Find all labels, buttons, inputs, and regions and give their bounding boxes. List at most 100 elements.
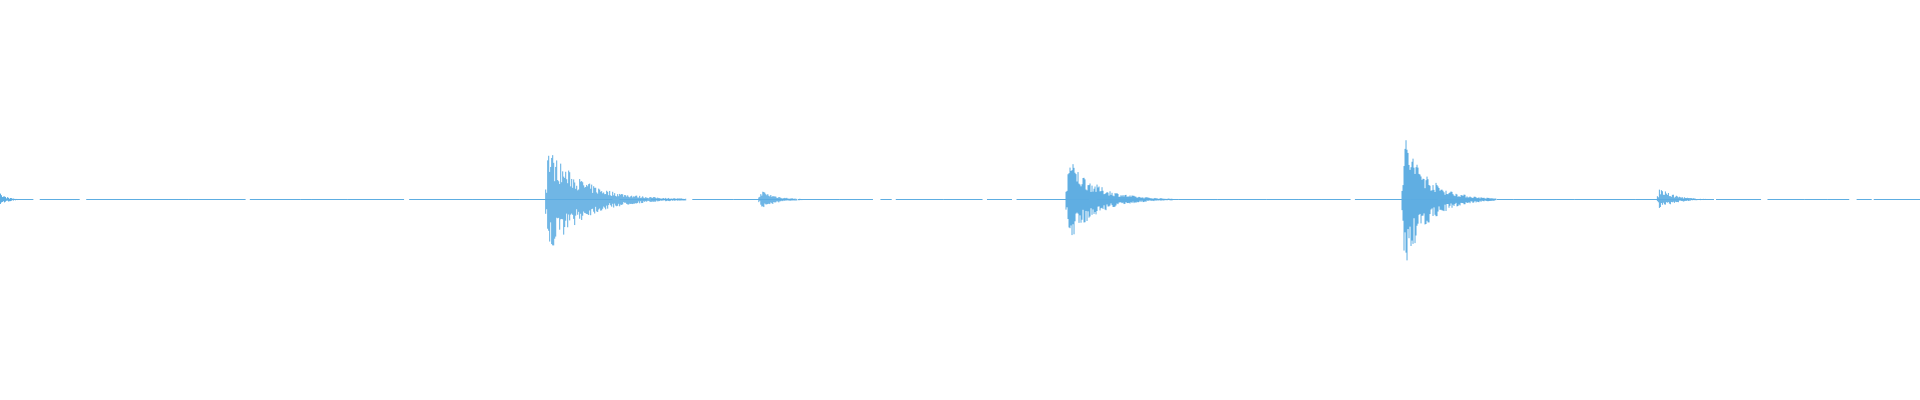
- waveform-sample: [790, 198, 792, 201]
- waveform-sample: [562, 171, 564, 220]
- waveform-sample: [648, 198, 650, 201]
- waveform-sample: [1127, 196, 1129, 204]
- waveform-sample: [611, 196, 613, 207]
- waveform-sample: [627, 195, 629, 205]
- waveform-sample: [771, 196, 773, 204]
- waveform-sample: [1078, 183, 1080, 223]
- waveform-sample: [597, 193, 599, 213]
- waveform-sample: [550, 166, 552, 223]
- waveform-sample: [1154, 197, 1156, 201]
- baseline-segment: [895, 199, 944, 200]
- waveform-sample: [798, 199, 800, 201]
- waveform-sample: [1144, 197, 1146, 202]
- waveform-event-0: [0, 193, 18, 204]
- waveform-sample: [1704, 198, 1706, 200]
- waveform-sample: [1673, 197, 1675, 203]
- waveform-sample: [12, 198, 13, 201]
- waveform-sample: [1462, 195, 1464, 204]
- waveform-sample: [573, 179, 575, 219]
- waveform-sample: [1145, 197, 1147, 202]
- waveform-sample: [1091, 185, 1093, 215]
- waveform-sample: [669, 198, 671, 202]
- waveform-sample: [1100, 191, 1102, 209]
- waveform-event-1: [545, 155, 687, 246]
- waveform-sample: [1679, 197, 1681, 201]
- waveform-sample: [547, 160, 549, 229]
- waveform-sample: [777, 197, 779, 202]
- waveform-sample: [1425, 180, 1427, 225]
- waveform-sample: [1484, 198, 1486, 201]
- waveform-sample: [671, 198, 673, 201]
- waveform-sample: [1429, 185, 1431, 215]
- waveform-sample: [637, 197, 639, 203]
- waveform-sample: [1135, 196, 1137, 203]
- waveform-sample: [1468, 197, 1470, 203]
- waveform-sample: [598, 188, 600, 210]
- waveform-sample: [768, 195, 770, 204]
- waveform-sample: [1427, 179, 1429, 223]
- waveform-sample: [1667, 192, 1669, 203]
- waveform-sample: [605, 194, 607, 210]
- waveform-sample: [1448, 193, 1450, 208]
- waveform-sample: [584, 187, 586, 213]
- baseline-segment: [943, 199, 983, 200]
- waveform-sample: [1146, 197, 1148, 201]
- waveform-sample: [1694, 198, 1696, 201]
- waveform-sample: [1109, 191, 1111, 206]
- waveform-sample: [638, 197, 640, 202]
- waveform-sample: [1088, 185, 1090, 218]
- waveform-sample: [1680, 197, 1682, 201]
- waveform-sample: [682, 198, 684, 201]
- waveform-sample: [625, 195, 627, 203]
- baseline-segment: [409, 199, 473, 200]
- waveform-sample: [1095, 191, 1097, 215]
- waveform-sample: [1426, 176, 1428, 221]
- waveform-sample: [632, 197, 634, 205]
- waveform-sample: [1089, 183, 1091, 217]
- waveform-sample: [1478, 197, 1480, 203]
- waveform-sample: [581, 181, 583, 220]
- waveform-sample: [1660, 190, 1662, 204]
- waveform-sample: [769, 196, 771, 205]
- waveform-sample: [1140, 197, 1142, 202]
- waveform-sample: [1684, 197, 1686, 201]
- waveform-sample: [580, 181, 582, 214]
- waveform-sample: [613, 195, 615, 208]
- waveform-sample: [1467, 197, 1469, 203]
- waveform-sample: [1471, 197, 1473, 202]
- waveform-sample: [1702, 198, 1704, 201]
- waveform-sample: [622, 194, 624, 205]
- waveform-sample: [1142, 197, 1144, 203]
- waveform-sample: [599, 189, 601, 209]
- waveform-sample: [1073, 167, 1075, 235]
- baseline-segment: [798, 199, 840, 200]
- waveform-sample: [1123, 196, 1125, 205]
- waveform-sample: [1675, 195, 1677, 203]
- waveform-sample: [1402, 185, 1404, 221]
- waveform-sample: [1488, 197, 1490, 202]
- waveform-sample: [555, 166, 557, 237]
- waveform-sample: [678, 198, 680, 201]
- waveform-sample: [9, 198, 10, 202]
- waveform-sample: [1430, 190, 1432, 210]
- waveform-sample: [588, 184, 590, 216]
- waveform-sample: [571, 178, 573, 214]
- waveform-sample: [1691, 198, 1693, 201]
- waveform-sample: [2, 197, 3, 202]
- waveform-sample: [1422, 178, 1424, 216]
- waveform-sample: [569, 172, 571, 221]
- waveform-sample: [1128, 196, 1130, 203]
- waveform-sample: [1086, 190, 1088, 221]
- waveform-sample: [567, 183, 569, 228]
- baseline-segment: [249, 199, 301, 200]
- waveform-sample: [663, 198, 665, 201]
- waveform-sample: [1493, 198, 1495, 201]
- waveform-sample: [654, 197, 656, 202]
- waveform-sample: [1495, 198, 1497, 201]
- waveform-sample: [621, 194, 623, 205]
- waveform-sample: [762, 191, 764, 207]
- waveform-sample: [1657, 197, 1659, 203]
- waveform-sample: [594, 187, 596, 214]
- waveform-sample: [1141, 197, 1143, 201]
- waveform-sample: [595, 187, 597, 207]
